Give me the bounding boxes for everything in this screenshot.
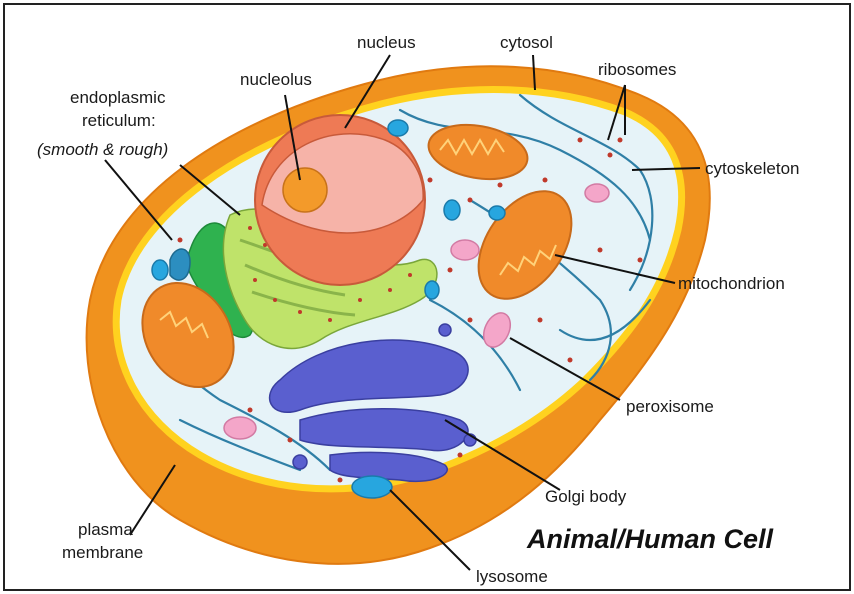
label-membrane-line2: membrane (62, 543, 143, 562)
nucleus (255, 115, 425, 285)
label-mitochondrion: mitochondrion (678, 274, 785, 293)
label-ribosomes: ribosomes (598, 60, 676, 79)
label-golgi: Golgi body (545, 487, 627, 506)
label-peroxisome: peroxisome (626, 397, 714, 416)
label-er-line2: reticulum: (82, 111, 156, 130)
label-nucleolus: nucleolus (240, 70, 312, 89)
label-lysosome: lysosome (476, 567, 548, 586)
label-nucleus: nucleus (357, 33, 416, 52)
label-cytosol: cytosol (500, 33, 553, 52)
label-er-line3: (smooth & rough) (37, 140, 168, 159)
diagram-title: Animal/Human Cell (526, 524, 774, 554)
label-cytoskeleton: cytoskeleton (705, 159, 800, 178)
label-er-line1: endoplasmic (70, 88, 166, 107)
label-membrane-line1: plasma (78, 520, 133, 539)
nucleolus (283, 168, 327, 212)
